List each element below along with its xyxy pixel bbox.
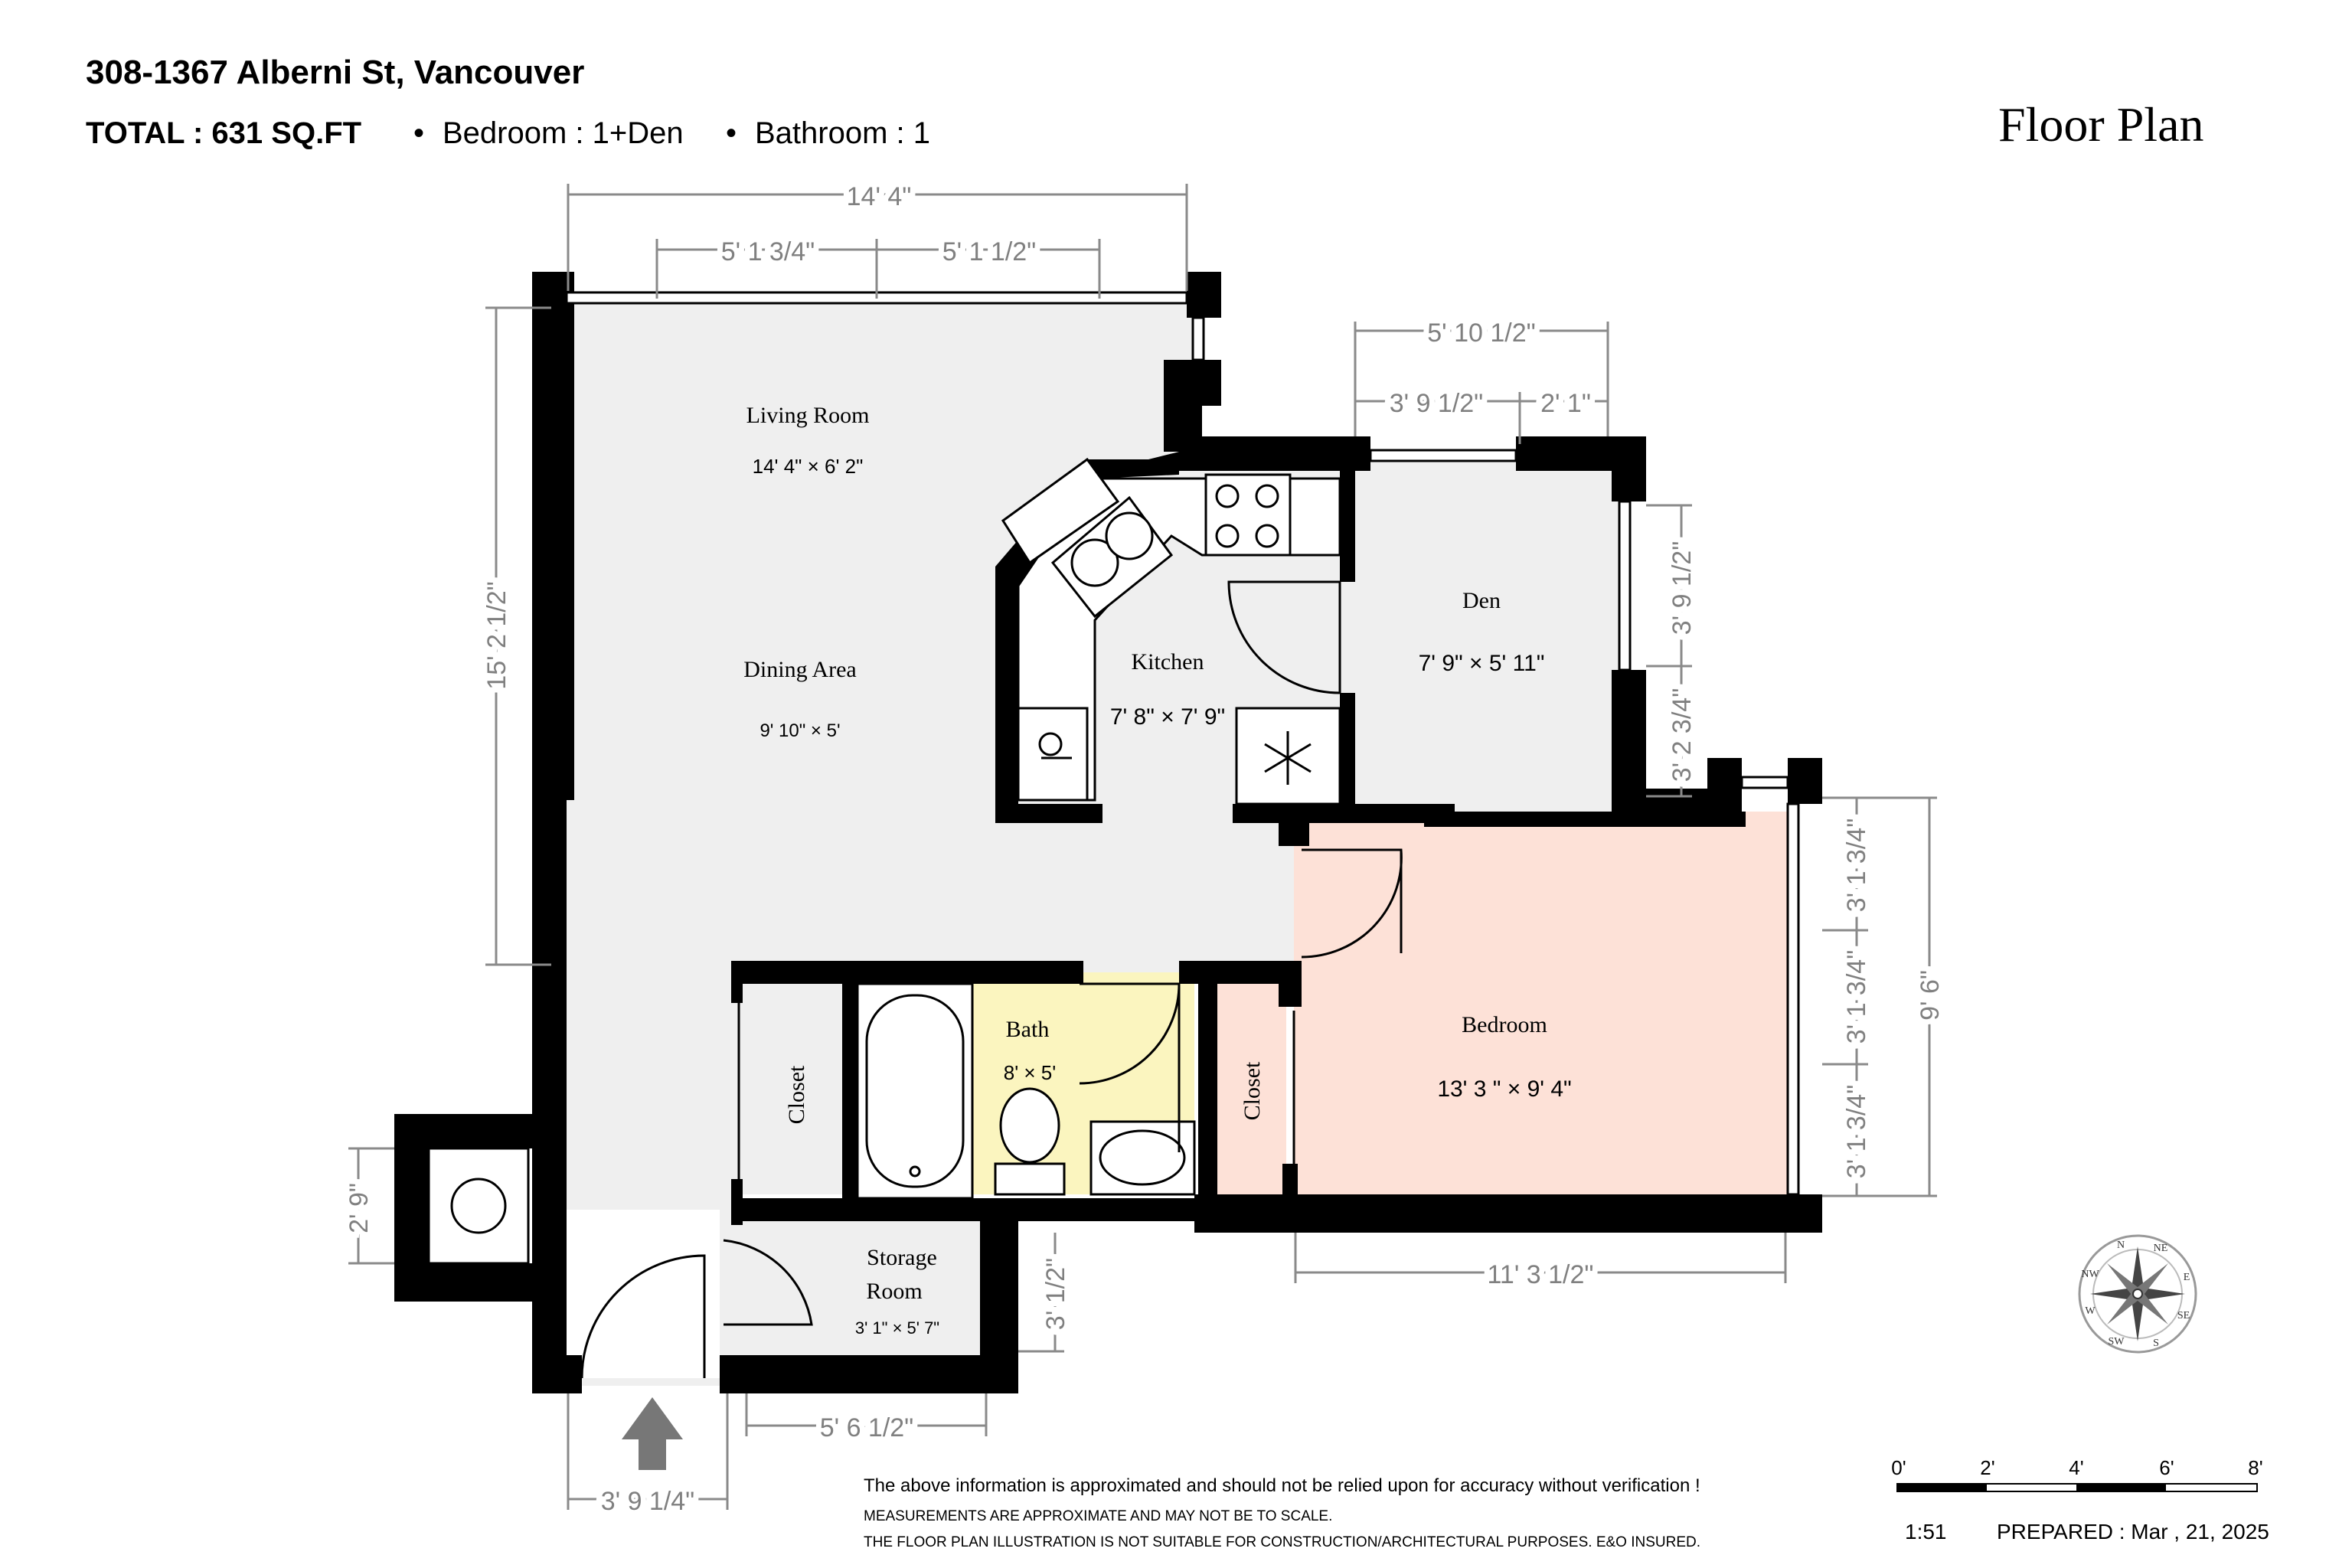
kitchen-den-door [1227, 580, 1341, 694]
burner-icon [1255, 524, 1279, 548]
range-hood [1001, 457, 1120, 565]
dim-bed-bottom: 11' 3 1/2" [1488, 1260, 1594, 1289]
room-name-dining: Dining Area [743, 657, 856, 682]
storage-door [723, 1239, 813, 1326]
room-size-bath: 8' × 5' [1004, 1061, 1056, 1084]
room-name-den: Den [1462, 588, 1501, 613]
compass-icon: N NE E SE S SW W NW [2078, 1234, 2197, 1354]
dim-top-total: 14' 4" [847, 182, 912, 211]
closet1-floor [735, 972, 842, 1194]
scale-label-0: 0' [1891, 1456, 1906, 1479]
prepared-date: PREPARED : Mar , 21, 2025 [1997, 1520, 2269, 1544]
compass-se: SE [2177, 1310, 2190, 1321]
dim-bed-window-1: 3' 1 3/4" [1842, 818, 1871, 913]
room-name-kitchen: Kitchen [1132, 649, 1204, 675]
dim-den-left: 3' 9 1/2" [1390, 389, 1484, 418]
bedroom-floor [1294, 812, 1792, 1202]
toilet-bowl [999, 1087, 1060, 1164]
bullet-icon: • [413, 116, 425, 150]
dim-den-lower: 3' 2 3/4" [1668, 688, 1697, 782]
room-name-bedroom: Bedroom [1462, 1012, 1547, 1037]
dim-top-left: 5' 1 3/4" [721, 237, 815, 266]
laundry [427, 1147, 530, 1265]
room-size-living: 14' 4" × 6' 2" [753, 455, 864, 478]
compass-e: E [2184, 1272, 2190, 1283]
dim-den-total: 5' 10 1/2" [1427, 318, 1535, 348]
scale-label-6: 6' [2159, 1456, 2174, 1479]
dim-left-height: 15' 2 1/2" [482, 581, 511, 689]
burner-icon [1255, 484, 1279, 508]
bathtub-basin [865, 994, 965, 1188]
dim-storage-bottom: 5' 6 1/2" [820, 1413, 914, 1442]
disclaimer-line-3: THE FLOOR PLAN ILLUSTRATION IS NOT SUITA… [864, 1534, 1700, 1550]
compass-w: W [2085, 1305, 2096, 1317]
room-name-closet2: Closet [1240, 1061, 1265, 1120]
walls [394, 272, 1822, 1393]
sink-bowl [1105, 511, 1154, 560]
entry-door [580, 1254, 706, 1379]
doors [580, 580, 1403, 1379]
dim-den-right: 2' 1" [1540, 389, 1591, 418]
room-size-dining: 9' 10" × 5' [760, 720, 840, 741]
scale-label-8: 8' [2248, 1456, 2262, 1479]
washer-drum-icon [450, 1178, 507, 1234]
room-name-storage-2: Room [866, 1279, 922, 1304]
room-size-den: 7' 9" × 5' 11" [1419, 651, 1545, 676]
dim-storage-right: 3' 1/2" [1041, 1258, 1070, 1330]
closet2-floor [1217, 980, 1286, 1194]
dim-top-right: 5' 1 1/2" [942, 237, 1037, 266]
hall-floor [735, 812, 1302, 972]
bath-door [1079, 982, 1181, 1085]
sink-bowl [1070, 538, 1119, 587]
kitchen-fixtures [1001, 457, 1341, 805]
drain-icon [909, 1165, 921, 1178]
property-address: 308-1367 Alberni St, Vancouver [86, 54, 585, 91]
dim-washer-height: 2' 9" [345, 1183, 374, 1233]
disclaimer-line-1: The above information is approximated an… [864, 1475, 1700, 1496]
compass-s: S [2153, 1338, 2159, 1349]
room-name-bath: Bath [1006, 1017, 1050, 1042]
bullet-icon: • [726, 116, 737, 150]
dim-den-window: 3' 9 1/2" [1668, 541, 1697, 635]
room-name-closet1: Closet [784, 1065, 809, 1124]
compass-ne: NE [2154, 1243, 2168, 1254]
burner-icon [1215, 524, 1240, 548]
compass-n: N [2117, 1240, 2125, 1251]
room-size-storage: 3' 1" × 5' 7" [855, 1318, 939, 1338]
dim-bed-window-3: 3' 1 3/4" [1842, 1085, 1871, 1179]
room-name-living: Living Room [746, 403, 870, 428]
compass-sw: SW [2109, 1336, 2125, 1348]
room-size-kitchen: 7' 8" × 7' 9" [1110, 704, 1225, 730]
room-name-storage-1: Storage [867, 1245, 937, 1270]
scale-ratio: 1:51 [1905, 1520, 1947, 1544]
scale-bar: 0' 2' 4' 6' 8' [1891, 1456, 2263, 1492]
toilet-tank [994, 1162, 1066, 1196]
bedroom-count: Bedroom : 1+Den [443, 116, 684, 150]
dim-entry-width: 3' 9 1/4" [601, 1487, 695, 1516]
scale-label-2: 2' [1980, 1456, 1994, 1479]
disclaimer-line-2: MEASUREMENTS ARE APPROXIMATE AND MAY NOT… [864, 1508, 1332, 1524]
dim-bed-window-2: 3' 1 3/4" [1842, 950, 1871, 1044]
dishwasher-icon [1038, 732, 1072, 760]
entry-arrow-icon [622, 1397, 683, 1470]
room-size-bedroom: 13' 3 " × 9' 4" [1437, 1076, 1571, 1102]
den-floor [1348, 459, 1623, 812]
bathroom-count: Bathroom : 1 [755, 116, 931, 150]
burner-icon [1215, 484, 1240, 508]
snowflake-icon [1264, 731, 1312, 785]
scale-label-4: 4' [2069, 1456, 2083, 1479]
floor-plan-title: Floor Plan [1998, 97, 2204, 152]
bath-fixtures [856, 982, 1196, 1200]
total-area: TOTAL : 631 SQ.FT [86, 116, 362, 150]
compass-nw: NW [2081, 1269, 2099, 1280]
dim-bed-right-total: 9' 6" [1916, 970, 1945, 1021]
dimension-lines [348, 184, 1937, 1510]
bathroom-sink [1099, 1129, 1186, 1186]
